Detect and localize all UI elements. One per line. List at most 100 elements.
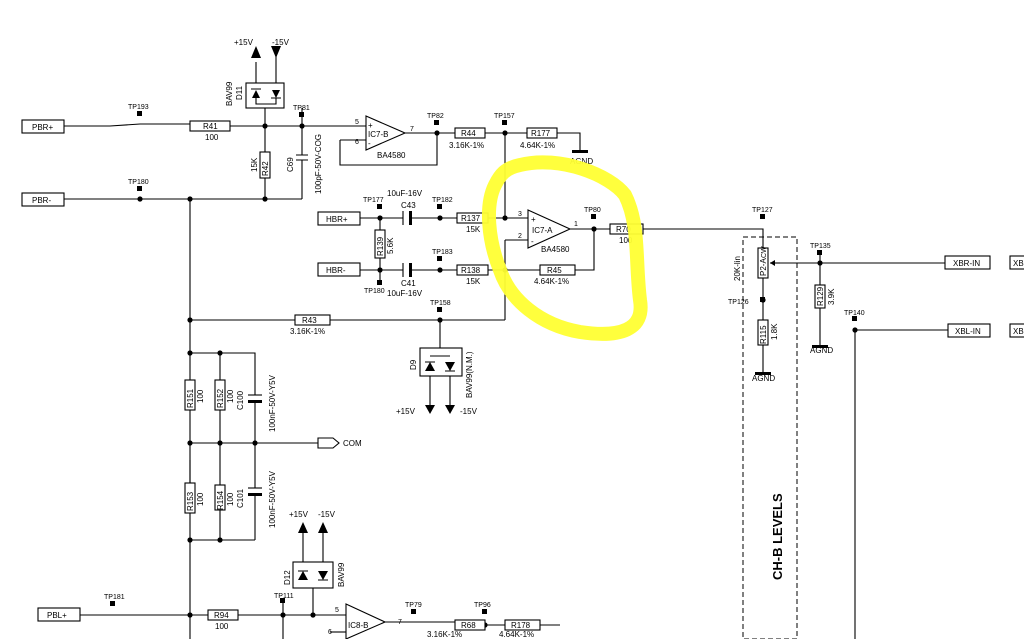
highlight-circle [481, 155, 648, 341]
tp180-bottom: TP180 [364, 288, 385, 295]
ic7a-minus-sign: - [531, 237, 534, 246]
resistor-r70: R70 100 [609, 223, 644, 245]
tp193: TP193 [128, 104, 149, 111]
c101-value: 100nF-50V-Y5V [268, 470, 277, 528]
port-pbr-plus: PBR+ [21, 119, 65, 134]
agnd-label-3: AGND [752, 374, 775, 383]
diode-d11: +15V -15V BAV99 D11 [225, 38, 290, 109]
r151-value: 100 [196, 389, 205, 403]
d9-rail-p15: +15V [396, 407, 416, 416]
resistor-r177: R177 4.64K-1% [520, 127, 558, 150]
r44-value: 3.16K-1% [449, 141, 484, 150]
tp180-top: TP180 [128, 179, 149, 186]
port-pbl-plus-label: PBL+ [47, 611, 67, 620]
port-xbr-in-label: XBR-IN [953, 259, 980, 268]
r153-ref: R153 [186, 491, 195, 511]
r139-value: 5.6K [386, 237, 395, 254]
d11-ref: D11 [235, 85, 244, 100]
tp158: TP158 [430, 300, 451, 307]
ic8b-pin5: 5 [335, 607, 339, 614]
resistor-r45: R45 4.64K-1% [534, 264, 576, 286]
r115-value: 1.8K [770, 323, 779, 340]
capacitor-c43: C43 10uF-16V [387, 189, 423, 225]
r138-value: 15K [466, 277, 481, 286]
d12-rail-m15: -15V [318, 510, 336, 519]
r43-ref: R43 [302, 316, 317, 325]
ic7b-ref: IC7-B [368, 130, 388, 139]
port-xb-right-2: XB [1009, 323, 1024, 338]
capacitor-c69: C69 100pF-50V-COG [286, 134, 323, 194]
port-xb-right-1-label: XB [1013, 259, 1024, 268]
opamp-ic7b: + - IC7-B BA4580 5 6 7 [355, 115, 414, 160]
port-xbl-in-label: XBL-IN [955, 327, 981, 336]
ground-agnd-2: AGND [810, 345, 833, 355]
ground-agnd-3: AGND [752, 372, 775, 383]
d9-rail-m15: -15V [460, 407, 478, 416]
c41-value: 10uF-16V [387, 289, 423, 298]
port-hbr-minus-label: HBR- [326, 266, 346, 275]
resistor-r153: R153 100 [184, 482, 205, 514]
tp96: TP96 [474, 602, 491, 609]
c69-ref: C69 [286, 157, 295, 172]
ic7a-pin3: 3 [518, 211, 522, 218]
junction-dots [110, 111, 858, 628]
r115-ref: R115 [759, 325, 768, 344]
tp82: TP82 [427, 113, 444, 120]
d12-part: BAV99 [337, 562, 346, 587]
r178-value: 4.64K-1% [499, 630, 534, 639]
d12-rail-p15: +15V [289, 510, 309, 519]
r94-value: 100 [215, 622, 229, 631]
d11-rail-m15: -15V [272, 38, 290, 47]
ch-b-levels-section-box [742, 236, 798, 639]
resistor-r42: R42 15K [250, 151, 271, 179]
ic7b-minus-sign: - [368, 139, 371, 148]
r177-ref: R177 [531, 129, 551, 138]
resistor-r41: R41 100 [189, 120, 231, 142]
d9-ref: D9 [409, 359, 418, 370]
section-title-ch-b-levels: CH-B LEVELS [770, 493, 785, 580]
port-hbr-minus: HBR- [317, 262, 361, 277]
capacitor-c41: C41 10uF-16V [387, 263, 423, 298]
c41-ref: C41 [401, 279, 416, 288]
d9-part: BAV99(N.M.) [465, 351, 474, 398]
resistor-r68: R68 3.16K-1% [427, 619, 486, 639]
resistor-r151: R151 100 [184, 379, 205, 411]
diode-d9: +15V -15V D9 BAV99(N.M.) [396, 347, 478, 416]
ic7b-plus-sign: + [368, 121, 373, 130]
c100-ref: C100 [236, 390, 245, 410]
c100-value: 100nF-50V-Y5V [268, 374, 277, 432]
r41-value: 100 [205, 133, 219, 142]
r177-value: 4.64K-1% [520, 141, 555, 150]
ic7a-part: BA4580 [541, 245, 570, 254]
r154-value: 100 [226, 492, 235, 506]
port-com-label: COM [343, 439, 362, 448]
r152-ref: R152 [216, 388, 225, 408]
port-xb-right-1: XB [1009, 255, 1024, 270]
r129-ref: R129 [816, 286, 825, 306]
potentiometer-p2a: P2-A 20K-lin CW [733, 246, 780, 281]
ic8b-pin7: 7 [398, 619, 402, 626]
r137-ref: R137 [461, 214, 481, 223]
resistor-r178: R178 4.64K-1% [499, 619, 541, 639]
diode-d12: +15V -15V D12 BAV99 [283, 510, 346, 589]
r178-ref: R178 [511, 621, 531, 630]
ic8b-pin6: 6 [328, 629, 332, 636]
tp126: TP126 [728, 299, 749, 306]
r70-value: 100 [619, 236, 633, 245]
opamp-ic7a: + - IC7-A BA4580 3 2 1 [518, 209, 578, 254]
agnd-label-2: AGND [810, 346, 833, 355]
r153-value: 100 [196, 492, 205, 506]
port-xbl-in: XBL-IN [947, 323, 991, 338]
r41-ref: R41 [203, 122, 218, 131]
r45-ref: R45 [547, 266, 562, 275]
tp182: TP182 [432, 197, 453, 204]
resistor-r44: R44 3.16K-1% [449, 127, 486, 150]
tp181: TP181 [104, 594, 125, 601]
opamp-ic8b: IC8-B 5 6 7 [328, 603, 402, 639]
tp183: TP183 [432, 249, 453, 256]
d11-part: BAV99 [225, 81, 234, 106]
capacitor-c101: C101 100nF-50V-Y5V [236, 470, 277, 528]
tp80: TP80 [584, 207, 601, 214]
tp140: TP140 [844, 310, 865, 317]
